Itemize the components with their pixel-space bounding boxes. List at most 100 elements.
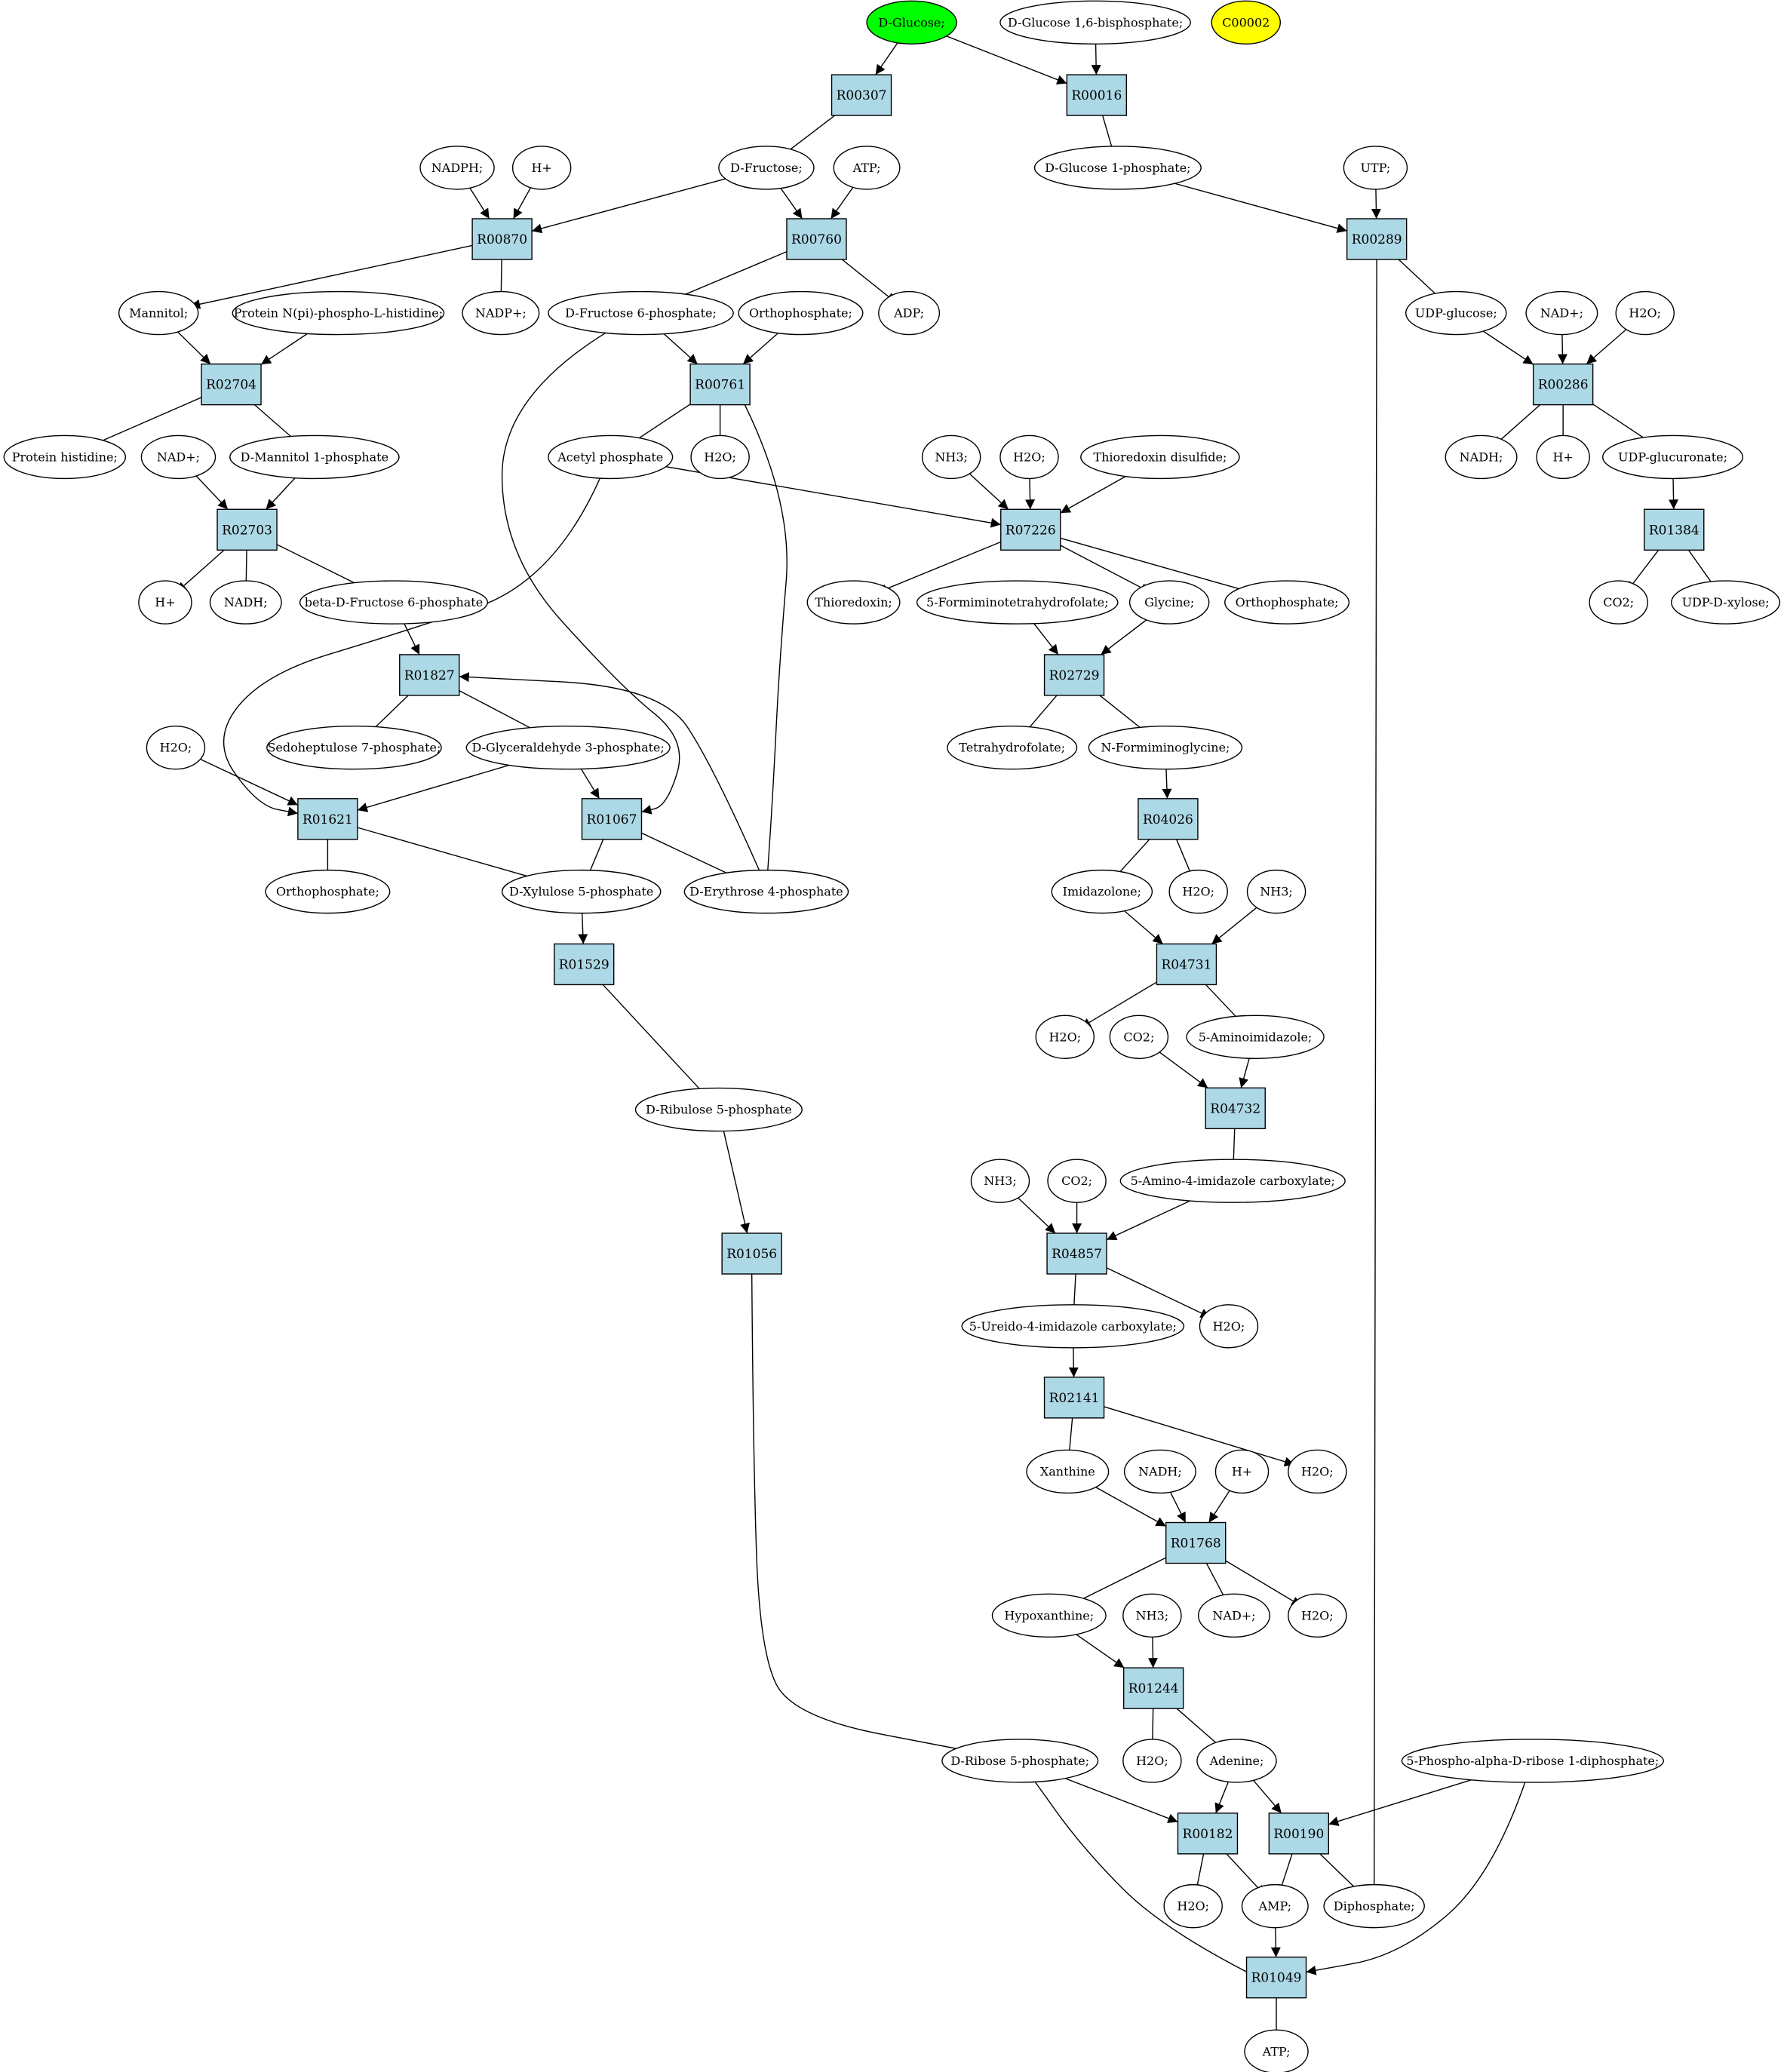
compound-node-nad2[interactable]: NAD+; bbox=[140, 434, 216, 480]
reaction-node-r01384[interactable]: R01384 bbox=[1644, 508, 1705, 551]
compound-node-h2o-j[interactable]: H2O; bbox=[1122, 1739, 1182, 1783]
compound-node-5u4ic[interactable]: 5-Ureido-4-imidazole carboxylate; bbox=[961, 1304, 1185, 1349]
reaction-node-r02704[interactable]: R02704 bbox=[201, 363, 262, 406]
compound-node-nadh1[interactable]: NADH; bbox=[1445, 434, 1518, 480]
reaction-node-r07226[interactable]: R07226 bbox=[1000, 508, 1061, 551]
compound-node-udpxyl[interactable]: UDP-D-xylose; bbox=[1671, 580, 1781, 625]
compound-node-protnphis[interactable]: Protein N(pi)-phospho-L-histidine; bbox=[232, 290, 445, 336]
compound-node-f6p[interactable]: D-Fructose 6-phosphate; bbox=[548, 290, 734, 336]
compound-node-nh3-c[interactable]: NH3; bbox=[970, 1159, 1030, 1203]
compound-node-trxss[interactable]: Thioredoxin disulfide; bbox=[1080, 434, 1240, 480]
compound-node-orthop3[interactable]: Orthophosphate; bbox=[265, 869, 391, 914]
reaction-node-r00761[interactable]: R00761 bbox=[689, 363, 751, 406]
compound-node-hplus2[interactable]: H+ bbox=[1536, 434, 1590, 480]
compound-node-prothis[interactable]: Protein histidine; bbox=[3, 434, 127, 480]
compound-node-h2o-f[interactable]: H2O; bbox=[1035, 1015, 1095, 1059]
reaction-node-r01827[interactable]: R01827 bbox=[399, 654, 460, 696]
compound-node-m1p[interactable]: D-Mannitol 1-phosphate bbox=[229, 434, 400, 480]
compound-node-5a4ic[interactable]: 5-Amino-4-imidazole carboxylate; bbox=[1119, 1159, 1346, 1203]
compound-node-hplus4[interactable]: H+ bbox=[1214, 1449, 1270, 1494]
compound-node-co2-c[interactable]: CO2; bbox=[1047, 1159, 1107, 1203]
compound-node-prpp[interactable]: 5-Phospho-alpha-D-ribose 1-diphosphate; bbox=[1401, 1739, 1664, 1783]
compound-node-adp[interactable]: ADP; bbox=[878, 290, 941, 336]
reaction-node-r00286[interactable]: R00286 bbox=[1532, 363, 1594, 406]
reaction-node-r02729[interactable]: R02729 bbox=[1043, 654, 1105, 696]
compound-node-xanthine[interactable]: Xanthine bbox=[1026, 1449, 1110, 1494]
compound-node-g16bp[interactable]: D-Glucose 1,6-bisphosphate; bbox=[999, 0, 1191, 45]
compound-node-trx[interactable]: Thioredoxin; bbox=[806, 580, 901, 625]
compound-node-amp[interactable]: AMP; bbox=[1241, 1883, 1309, 1929]
compound-node-orthop2[interactable]: Orthophosphate; bbox=[1224, 580, 1350, 625]
compound-node-bf6p[interactable]: beta-D-Fructose 6-phosphate bbox=[299, 580, 489, 625]
compound-node-hplus1[interactable]: H+ bbox=[511, 146, 572, 190]
compound-node-h2o-d[interactable]: H2O; bbox=[146, 726, 206, 770]
compound-node-h2o-h[interactable]: H2O; bbox=[1288, 1449, 1347, 1494]
compound-node-hypox[interactable]: Hypoxanthine; bbox=[991, 1593, 1107, 1638]
reaction-node-r00190[interactable]: R00190 bbox=[1268, 1813, 1330, 1855]
reaction-node-r01067[interactable]: R01067 bbox=[581, 798, 643, 840]
compound-node-thf[interactable]: Tetrahydrofolate; bbox=[947, 726, 1078, 770]
compound-node-udpglcur[interactable]: UDP-glucuronate; bbox=[1601, 434, 1744, 480]
reaction-node-r04026[interactable]: R04026 bbox=[1138, 798, 1199, 840]
compound-node-h2o-i[interactable]: H2O; bbox=[1288, 1593, 1347, 1638]
compound-node-nadph[interactable]: NADPH; bbox=[419, 146, 495, 190]
reaction-node-r00307[interactable]: R00307 bbox=[831, 74, 892, 116]
compound-node-co2-b[interactable]: CO2; bbox=[1109, 1015, 1169, 1059]
compound-node-adenine[interactable]: Adenine; bbox=[1196, 1739, 1277, 1783]
compound-node-h2o-k[interactable]: H2O; bbox=[1163, 1883, 1223, 1929]
compound-node-nadh2[interactable]: NADH; bbox=[209, 580, 282, 625]
reaction-node-r01621[interactable]: R01621 bbox=[297, 798, 358, 840]
compound-node-nadp[interactable]: NADP+; bbox=[462, 290, 540, 336]
compound-node-g3p[interactable]: D-Glyceraldehyde 3-phosphate; bbox=[465, 726, 671, 770]
reaction-node-r00870[interactable]: R00870 bbox=[471, 218, 533, 260]
reaction-node-r00016[interactable]: R00016 bbox=[1066, 74, 1128, 116]
reaction-node-r00182[interactable]: R00182 bbox=[1177, 1813, 1239, 1855]
compound-node-fructose[interactable]: D-Fructose; bbox=[718, 146, 815, 190]
reaction-node-r01768[interactable]: R01768 bbox=[1165, 1521, 1227, 1564]
reaction-node-r01049[interactable]: R01049 bbox=[1245, 1956, 1307, 1999]
compound-node-ru5p[interactable]: D-Ribulose 5-phosphate bbox=[634, 1087, 803, 1132]
compound-node-r5p[interactable]: D-Ribose 5-phosphate; bbox=[941, 1739, 1099, 1783]
compound-node-nh3-d[interactable]: NH3; bbox=[1122, 1593, 1182, 1638]
reaction-node-r01056[interactable]: R01056 bbox=[721, 1232, 782, 1275]
compound-node-nad1[interactable]: NAD+; bbox=[1525, 290, 1598, 336]
reaction-node-r02703[interactable]: R02703 bbox=[216, 508, 278, 551]
compound-node-hplus3[interactable]: H+ bbox=[138, 580, 192, 625]
compound-node-xu5p[interactable]: D-Xylulose 5-phosphate bbox=[501, 869, 662, 914]
reaction-node-r00760[interactable]: R00760 bbox=[786, 218, 847, 260]
compound-node-co2-a[interactable]: CO2; bbox=[1589, 580, 1648, 625]
compound-node-nh3-a[interactable]: NH3; bbox=[921, 434, 981, 480]
compound-node-glucose[interactable]: D-Glucose; bbox=[866, 0, 957, 45]
reaction-node-r00289[interactable]: R00289 bbox=[1346, 218, 1408, 260]
compound-node-nadh3[interactable]: NADH; bbox=[1123, 1449, 1196, 1494]
compound-node-mannitol[interactable]: Mannitol; bbox=[118, 290, 199, 336]
compound-node-acetylp[interactable]: Acetyl phosphate bbox=[548, 434, 674, 480]
reaction-node-r01244[interactable]: R01244 bbox=[1122, 1667, 1184, 1709]
compound-node-udpglc[interactable]: UDP-glucose; bbox=[1405, 290, 1507, 336]
compound-node-e4p[interactable]: D-Erythrose 4-phosphate bbox=[683, 869, 849, 914]
compound-node-atp2[interactable]: ATP; bbox=[1244, 2029, 1309, 2072]
reaction-node-r04857[interactable]: R04857 bbox=[1046, 1232, 1107, 1275]
compound-node-nad3[interactable]: NAD+; bbox=[1198, 1593, 1270, 1638]
compound-node-nfgly[interactable]: N-Formiminoglycine; bbox=[1088, 726, 1243, 770]
compound-node-h2o-c[interactable]: H2O; bbox=[999, 434, 1059, 480]
compound-node-orthop1[interactable]: Orthophosphate; bbox=[738, 290, 864, 336]
compound-node-diphos[interactable]: Diphosphate; bbox=[1323, 1883, 1425, 1929]
compound-node-glycine[interactable]: Glycine; bbox=[1128, 580, 1210, 625]
compound-node-g1p[interactable]: D-Glucose 1-phosphate; bbox=[1033, 146, 1202, 190]
compound-node-atp1[interactable]: ATP; bbox=[833, 146, 901, 190]
compound-node-imidazolone[interactable]: Imidazolone; bbox=[1051, 869, 1153, 914]
compound-node-s7p[interactable]: Sedoheptulose 7-phosphate; bbox=[266, 726, 442, 770]
compound-node-utp[interactable]: UTP; bbox=[1343, 146, 1408, 190]
reaction-node-r04732[interactable]: R04732 bbox=[1205, 1087, 1266, 1130]
compound-node-5ai[interactable]: 5-Aminoimidazole; bbox=[1186, 1015, 1325, 1059]
compound-node-h2o-e[interactable]: H2O; bbox=[1168, 869, 1228, 914]
compound-node-5fthf[interactable]: 5-Formiminotetrahydrofolate; bbox=[916, 580, 1119, 625]
compound-node-nh3-b[interactable]: NH3; bbox=[1246, 869, 1306, 914]
reaction-node-r01529[interactable]: R01529 bbox=[554, 943, 615, 986]
compound-node-c00002[interactable]: C00002 bbox=[1211, 0, 1282, 45]
reaction-node-r04731[interactable]: R04731 bbox=[1156, 943, 1217, 986]
compound-node-h2o-g[interactable]: H2O; bbox=[1199, 1304, 1259, 1349]
reaction-node-r02141[interactable]: R02141 bbox=[1043, 1377, 1105, 1419]
compound-node-h2o-b[interactable]: H2O; bbox=[690, 434, 750, 480]
